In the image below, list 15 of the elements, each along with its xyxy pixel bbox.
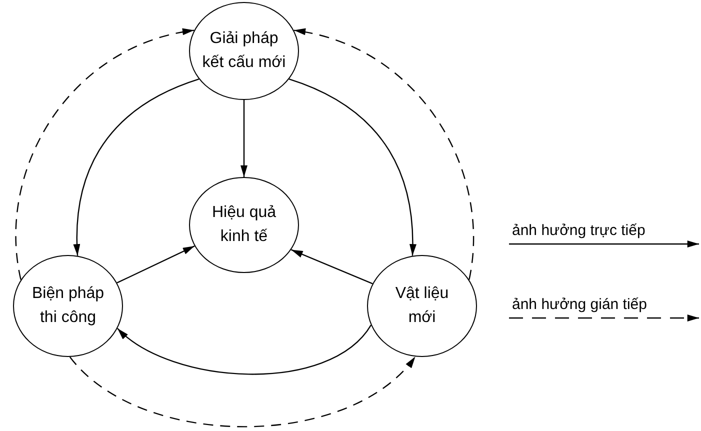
node-label: Giải pháp kết cấu mới bbox=[201, 29, 287, 73]
legend-text: ảnh hưởng trực tiếp bbox=[512, 222, 646, 240]
node-label: Hiệu quả kinh tế bbox=[210, 203, 278, 247]
node-label: Vật liệu mới bbox=[394, 284, 450, 328]
arrow bbox=[117, 324, 372, 375]
arrow bbox=[288, 78, 416, 256]
arrow bbox=[290, 249, 373, 284]
arrow bbox=[69, 356, 416, 428]
arrow bbox=[240, 100, 248, 177]
arrow bbox=[116, 246, 195, 284]
node-label: Biện pháp thi công bbox=[30, 284, 106, 328]
legend-text: ảnh hưởng gián tiếp bbox=[512, 296, 647, 314]
arrow bbox=[74, 78, 200, 256]
arrow bbox=[294, 29, 474, 280]
arrow bbox=[16, 29, 194, 280]
